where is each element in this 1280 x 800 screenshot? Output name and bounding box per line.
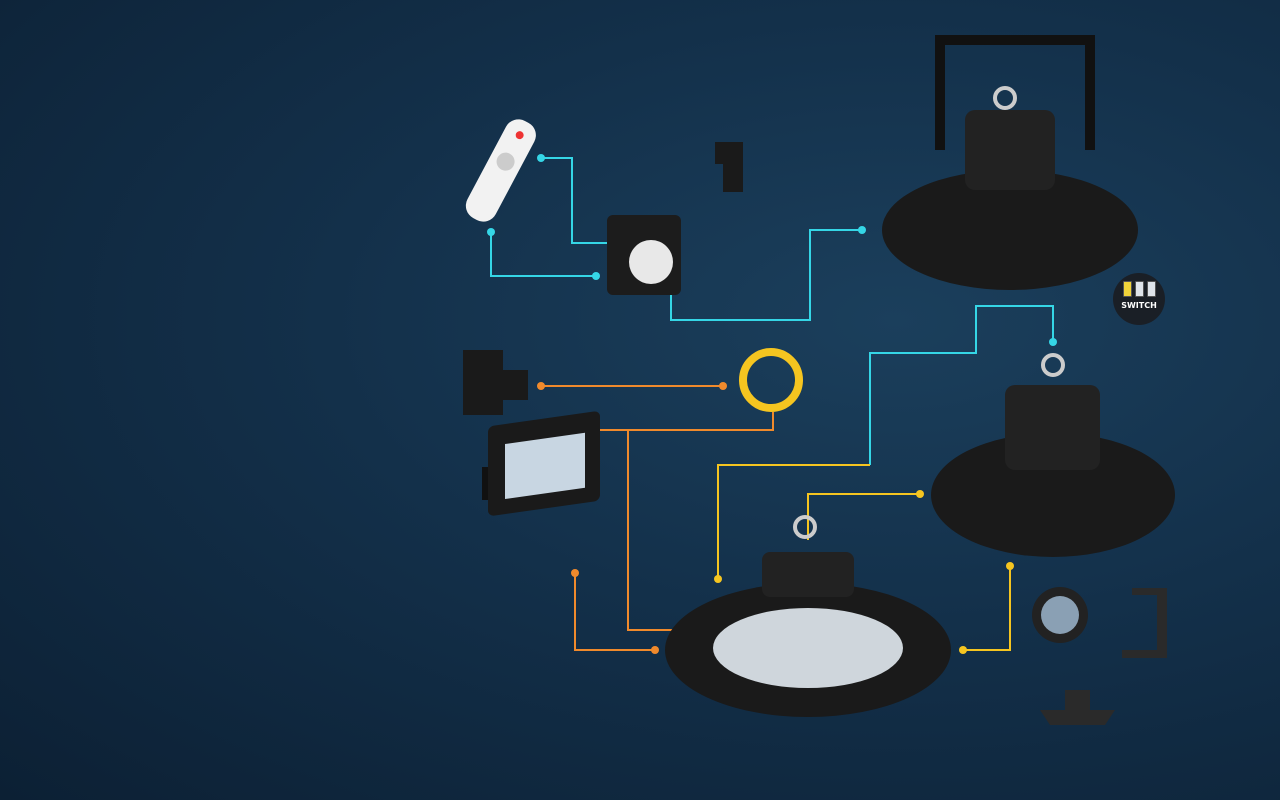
motion-sensor-icon (607, 215, 681, 295)
ring-light-icon (739, 348, 803, 412)
remote-control-icon (465, 119, 536, 222)
connector-line (490, 232, 596, 277)
cct-switch-badge: SWITCH (1113, 273, 1165, 325)
switch-label: SWITCH (1121, 301, 1157, 310)
ufo-high-bay-with-bracket-icon (882, 35, 1138, 290)
mounting-bracket-icon (1122, 588, 1167, 658)
connector-line (670, 229, 862, 321)
ufo-high-bay-main-icon (665, 515, 951, 717)
connector-line (541, 157, 607, 244)
elbow-connector-icon (715, 142, 743, 192)
tee-connector-icon (463, 350, 528, 415)
connector-line (717, 464, 870, 579)
connector-line (807, 493, 920, 540)
lens-icon (1032, 587, 1088, 643)
ufo-high-bay-icon (931, 353, 1175, 557)
connector-line (627, 430, 680, 631)
connector-line (574, 573, 655, 651)
connector-line (869, 305, 1054, 465)
connector-line (574, 412, 774, 473)
flood-light-icon (482, 411, 600, 516)
ceiling-mount-icon (1040, 690, 1115, 725)
cct-switch-icon (1113, 281, 1165, 297)
connector-line (963, 566, 1011, 651)
